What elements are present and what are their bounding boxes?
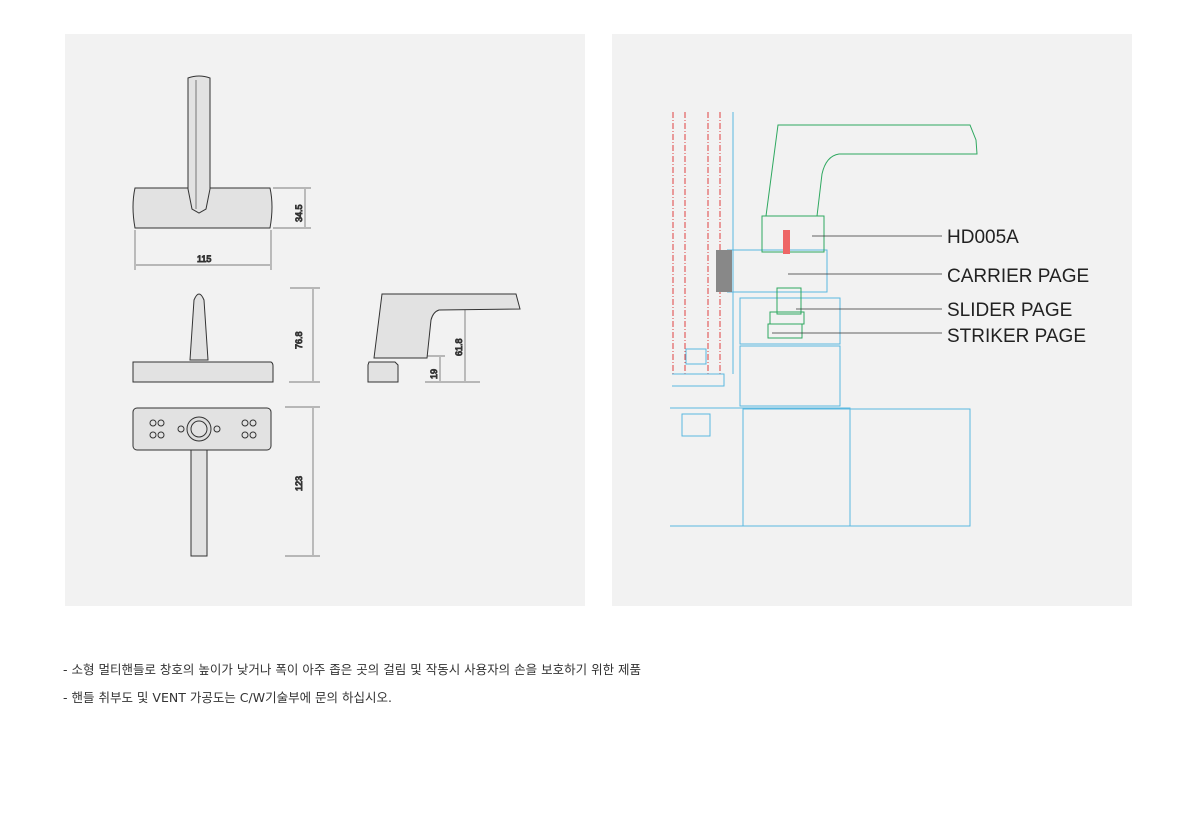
frame-profile: [670, 112, 971, 527]
dim-base-height: 34.5: [294, 204, 304, 222]
screw: [783, 230, 790, 254]
bottom-view: [132, 407, 272, 557]
handle-outline: [765, 124, 978, 217]
handle-dimension-drawing-panel: 115 34.5 76.8 19 61.8 123: [65, 34, 585, 606]
label-carrier-page: CARRIER PAGE: [947, 266, 1089, 287]
dim-side-height: 61.8: [454, 338, 464, 356]
top-view: [132, 75, 273, 229]
leader-lines: [772, 235, 942, 334]
handle-dimension-drawing: 115 34.5 76.8 19 61.8 123: [132, 75, 521, 557]
dim-base-thickness: 19: [429, 369, 439, 379]
front-view: [132, 293, 274, 383]
label-striker-page: STRIKER PAGE: [947, 326, 1086, 347]
label-slider-page: SLIDER PAGE: [947, 300, 1072, 321]
dim-width: 115: [197, 254, 211, 264]
note-item: - 소형 멀티핸들로 창호의 높이가 낮거나 폭이 아주 좁은 곳의 걸림 및 …: [63, 662, 642, 677]
handle-base: [761, 215, 825, 253]
dimension-lines: [134, 187, 480, 557]
glass-lines: [672, 112, 721, 374]
gasket: [716, 250, 732, 292]
dim-height: 76.8: [294, 331, 304, 349]
installation-section-drawing: HD005A CARRIER PAGE SLIDER PAGE STRIKER …: [670, 112, 1089, 527]
side-view: [367, 293, 521, 383]
installation-section-panel: HD005A CARRIER PAGE SLIDER PAGE STRIKER …: [612, 34, 1132, 606]
label-hd005a: HD005A: [947, 227, 1019, 248]
note-item: - 핸들 취부도 및 VENT 가공도는 C/W기술부에 문의 하십시오.: [63, 690, 393, 705]
product-notes: - 소형 멀티핸들로 창호의 높이가 낮거나 폭이 아주 좁은 곳의 걸림 및 …: [63, 656, 641, 712]
carrier-slider-striker: [767, 287, 805, 339]
dim-length: 123: [294, 476, 304, 491]
